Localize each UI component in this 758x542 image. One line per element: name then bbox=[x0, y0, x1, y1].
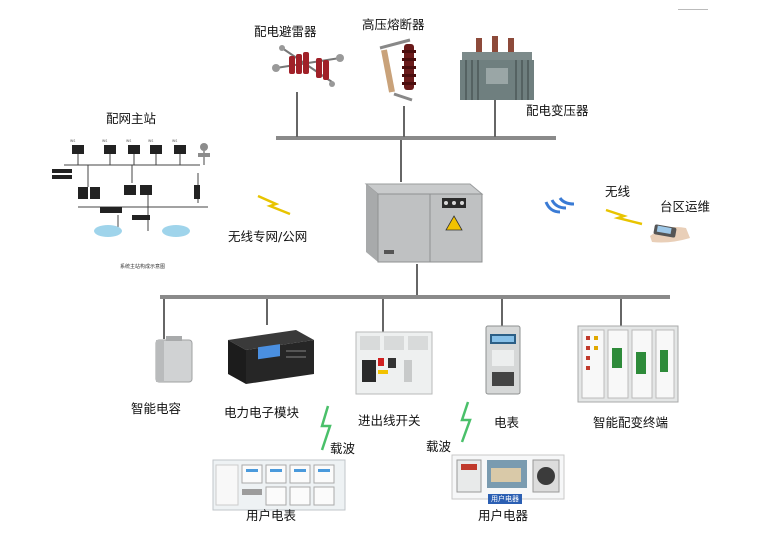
wireless-signal-icon bbox=[257, 194, 291, 216]
arrester-device bbox=[272, 45, 344, 87]
cabinet-to-bus-line bbox=[416, 264, 418, 296]
fuse-device bbox=[379, 38, 416, 102]
top-bus-bar bbox=[276, 136, 556, 140]
master-station-label: 配网主站 bbox=[106, 111, 157, 126]
bus-to-cabinet-line bbox=[400, 140, 402, 182]
terminal-drop-line bbox=[620, 299, 622, 327]
svg-text:ws: ws bbox=[126, 138, 131, 143]
wireless-link-label: 无线专网/公网 bbox=[228, 229, 308, 244]
meter-device bbox=[485, 325, 521, 395]
distribution-cabinet bbox=[364, 183, 484, 263]
carrier-signal-left-icon bbox=[320, 405, 332, 451]
svg-text:ws: ws bbox=[70, 138, 75, 143]
terminal-label: 智能配变终端 bbox=[593, 415, 669, 430]
transformer-device bbox=[460, 36, 534, 100]
module-drop-line bbox=[266, 299, 268, 325]
power-module-device bbox=[228, 330, 314, 384]
top-right-line bbox=[678, 9, 708, 10]
carrier-signal-right-icon bbox=[460, 401, 472, 443]
fuse-label: 高压熔断器 bbox=[362, 17, 425, 32]
switch-drop-line bbox=[382, 299, 384, 332]
wireless-signal-right-icon bbox=[605, 208, 643, 226]
user-appliance-label: 用户电器 bbox=[478, 508, 529, 523]
handheld-terminal-icon bbox=[650, 224, 690, 243]
power-module-label: 电力电子模块 bbox=[224, 405, 300, 420]
capacitor-drop-line bbox=[163, 299, 165, 339]
switch-device bbox=[355, 331, 433, 395]
svg-text:ws: ws bbox=[172, 138, 177, 143]
appliance-tag: 用户电器 bbox=[488, 494, 522, 504]
user-meter-box bbox=[212, 459, 346, 511]
carrier-label-right: 载波 bbox=[426, 439, 452, 454]
meter-label: 电表 bbox=[494, 415, 520, 430]
transformer-drop-line bbox=[494, 100, 496, 137]
capacitor-label: 智能电容 bbox=[131, 401, 182, 416]
svg-text:ws: ws bbox=[102, 138, 107, 143]
terminal-device bbox=[577, 325, 679, 403]
area-ops-label: 台区运维 bbox=[660, 199, 711, 214]
capacitor-device bbox=[155, 336, 193, 383]
master-station-diagram: ws ws ws ws ws 系统主站构成示意图 bbox=[52, 138, 210, 270]
user-appliance-picture bbox=[451, 454, 565, 500]
transformer-label: 配电变压器 bbox=[526, 103, 589, 118]
user-meter-label: 用户电表 bbox=[246, 508, 297, 523]
meter-drop-line bbox=[501, 299, 503, 327]
arrester-drop-line bbox=[296, 92, 298, 137]
lower-bus-bar bbox=[160, 295, 670, 299]
master-station-caption: 系统主站构成示意图 bbox=[120, 263, 165, 270]
carrier-label-left: 载波 bbox=[330, 441, 356, 456]
switch-label: 进出线开关 bbox=[358, 413, 421, 428]
arrester-label: 配电避雷器 bbox=[254, 24, 317, 39]
svg-text:ws: ws bbox=[148, 138, 153, 143]
wireless-waves-icon bbox=[544, 197, 575, 214]
wireless-label: 无线 bbox=[605, 184, 631, 199]
fuse-drop-line bbox=[403, 106, 405, 137]
